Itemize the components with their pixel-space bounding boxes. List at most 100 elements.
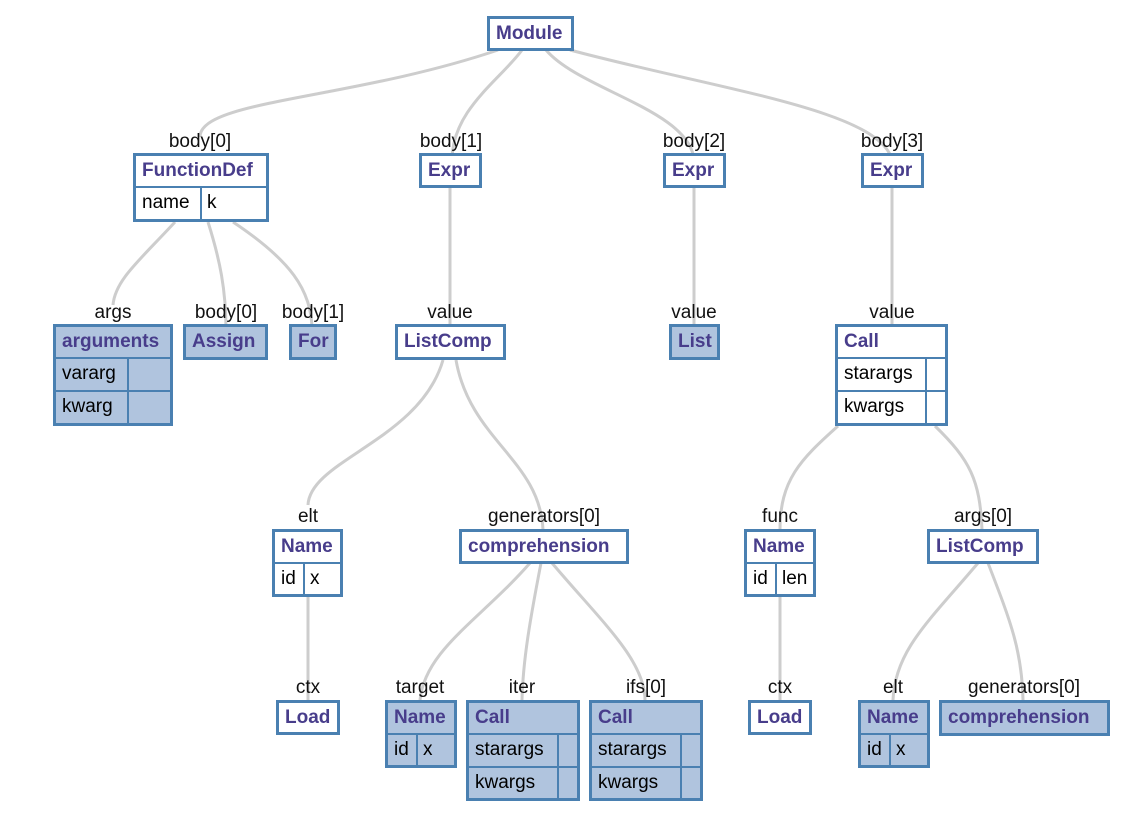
edge-label-body0: body[0]: [194, 302, 258, 323]
node-functiondef[interactable]: FunctionDef name k: [133, 153, 269, 222]
field-value: x: [889, 735, 927, 766]
field-value: len: [775, 564, 813, 595]
node-call[interactable]: Call starargs kwargs: [466, 700, 580, 801]
node-comprehension[interactable]: comprehension: [939, 700, 1110, 736]
edge-comp1-call3: [550, 562, 647, 701]
field-row: id x: [388, 733, 454, 766]
edge-comp1-call2: [520, 562, 543, 701]
field-value: [557, 768, 577, 799]
edge-label-ctx: ctx: [767, 677, 793, 698]
edge-label-func: func: [762, 506, 798, 527]
field-value: [925, 359, 945, 390]
edge-label-ctx: ctx: [295, 677, 321, 698]
field-row: kwargs: [469, 766, 577, 799]
node-title: Call: [844, 331, 879, 352]
node-title: comprehension: [948, 707, 1090, 728]
edge-label-target: target: [395, 677, 445, 698]
edge-listcomp1-comp1: [454, 359, 545, 531]
field-row: starargs: [469, 733, 577, 766]
edge-label-value: value: [671, 302, 717, 323]
field-row: starargs: [592, 733, 700, 766]
edge-label-body2: body[2]: [662, 131, 726, 152]
node-name[interactable]: Name id x: [385, 700, 457, 768]
node-name[interactable]: Name id x: [272, 529, 343, 597]
field-value: [680, 735, 700, 766]
field-row: kwargs: [838, 390, 945, 423]
node-title: Name: [281, 536, 333, 557]
field-value: k: [200, 188, 266, 219]
edge-label-body0: body[0]: [168, 131, 232, 152]
edge-label-value: value: [869, 302, 915, 323]
node-call[interactable]: Call starargs kwargs: [835, 324, 948, 426]
node-title: Name: [867, 707, 919, 728]
node-title: Assign: [192, 331, 256, 352]
edge-label-elt: elt: [882, 677, 904, 698]
node-expr[interactable]: Expr: [861, 153, 924, 188]
field-key: kwarg: [62, 396, 113, 417]
field-value: [925, 392, 945, 423]
field-key: name: [142, 192, 190, 213]
node-name[interactable]: Name id len: [744, 529, 816, 597]
field-row: id x: [275, 562, 340, 595]
edge-module-funcdef: [198, 48, 499, 138]
node-expr[interactable]: Expr: [419, 153, 482, 188]
field-key: id: [867, 739, 882, 760]
field-row: vararg: [56, 357, 170, 390]
edge-funcdef-for: [232, 220, 314, 331]
field-key: starargs: [844, 363, 913, 384]
field-row: id len: [747, 562, 813, 595]
edge-label-args: args: [94, 302, 132, 323]
node-name[interactable]: Name id x: [858, 700, 930, 768]
node-title: Name: [753, 536, 805, 557]
node-title: For: [298, 331, 329, 352]
node-module[interactable]: Module: [487, 16, 574, 51]
node-title: Load: [757, 707, 803, 728]
node-title: Expr: [672, 160, 715, 181]
edge-label-body1: body[1]: [419, 131, 483, 152]
field-row: kwarg: [56, 390, 170, 423]
node-load[interactable]: Load: [276, 700, 340, 735]
node-title: List: [678, 331, 712, 352]
edge-label-args0: args[0]: [953, 506, 1013, 527]
node-title: comprehension: [468, 536, 610, 557]
field-key: kwargs: [844, 396, 905, 417]
field-value: [680, 768, 700, 799]
edge-label-iter: iter: [508, 677, 536, 698]
field-row: name k: [136, 186, 266, 219]
node-expr[interactable]: Expr: [663, 153, 726, 188]
field-value: [127, 392, 170, 423]
node-title: ListComp: [936, 536, 1024, 557]
edge-label-ifs0: ifs[0]: [625, 677, 667, 698]
edge-label-body1: body[1]: [281, 302, 345, 323]
node-load[interactable]: Load: [748, 700, 812, 735]
node-title: FunctionDef: [142, 160, 253, 181]
edge-listcomp2-comp2: [986, 562, 1025, 701]
node-list[interactable]: List: [669, 324, 720, 360]
node-title: Module: [496, 23, 563, 44]
edge-listcomp1-name-x1: [306, 359, 445, 506]
node-arguments[interactable]: arguments vararg kwarg: [53, 324, 173, 426]
edge-call1-listcomp2: [933, 424, 984, 531]
field-row: id x: [861, 733, 927, 766]
node-listcomp[interactable]: ListComp: [927, 529, 1039, 564]
edge-listcomp2-name-x3: [891, 562, 980, 701]
node-call[interactable]: Call starargs kwargs: [589, 700, 703, 801]
node-title: Call: [598, 707, 633, 728]
node-title: Call: [475, 707, 510, 728]
node-title: Load: [285, 707, 331, 728]
node-assign[interactable]: Assign: [183, 324, 268, 360]
edge-label-elt: elt: [297, 506, 319, 527]
edge-funcdef-arguments: [111, 220, 177, 306]
field-key: id: [394, 739, 409, 760]
edge-label-body3: body[3]: [860, 131, 924, 152]
node-listcomp[interactable]: ListComp: [395, 324, 506, 360]
field-value: [127, 359, 170, 390]
node-title: Expr: [428, 160, 471, 181]
node-title: arguments: [62, 331, 160, 352]
field-key: id: [753, 568, 768, 589]
node-comprehension[interactable]: comprehension: [459, 529, 629, 564]
edge-call1-name-len: [778, 424, 840, 531]
node-for[interactable]: For: [289, 324, 337, 360]
node-title: ListComp: [404, 331, 492, 352]
